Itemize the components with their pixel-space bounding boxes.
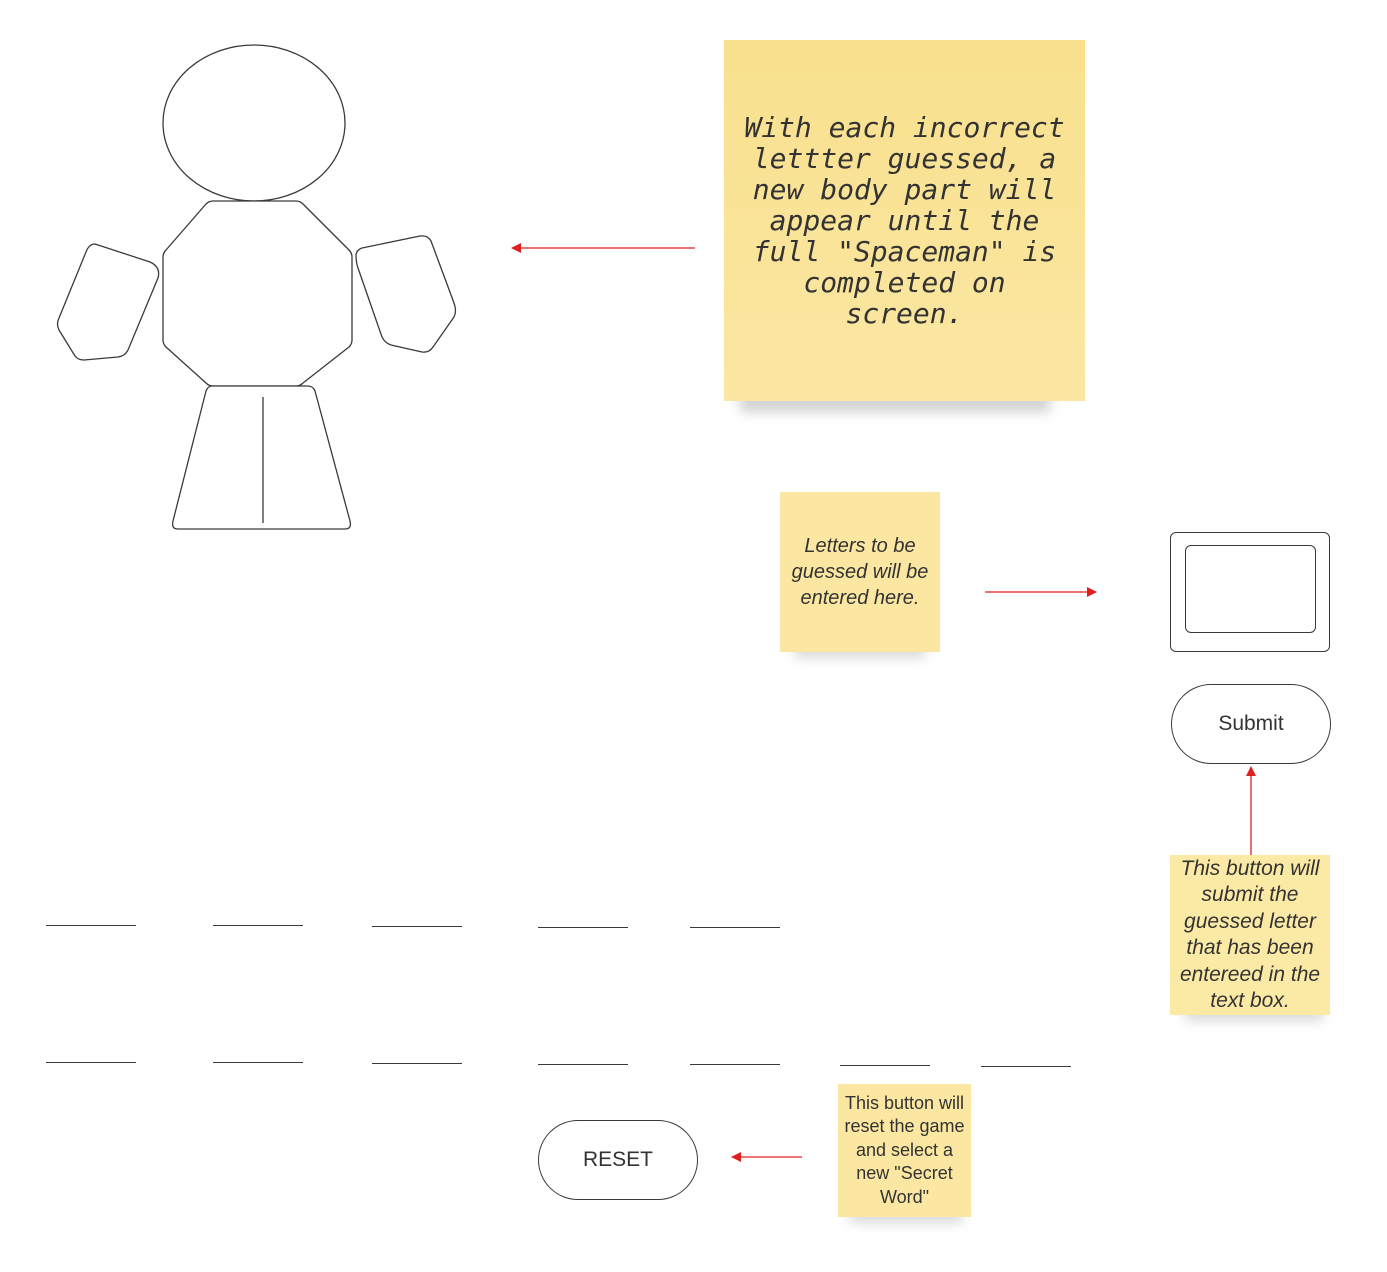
spaceman-legs bbox=[171, 385, 352, 530]
spaceman-torso bbox=[162, 200, 353, 387]
submit-button[interactable]: Submit bbox=[1171, 684, 1331, 764]
spaceman-left-arm bbox=[56, 243, 160, 361]
letter-blank bbox=[690, 1064, 780, 1065]
letter-blank bbox=[213, 1062, 303, 1063]
arrows bbox=[511, 243, 1256, 1162]
spaceman-head bbox=[162, 44, 346, 202]
letter-blank bbox=[372, 926, 462, 927]
sticky-note-text: This button will reset the game and sele… bbox=[844, 1092, 965, 1207]
sticky-note-reset-info: This button will reset the game and sele… bbox=[838, 1084, 971, 1217]
letter-blank bbox=[538, 1064, 628, 1065]
sticky-note-text: With each incorrect lettter guessed, a n… bbox=[744, 111, 1065, 330]
letter-blank bbox=[981, 1066, 1071, 1067]
letter-blank bbox=[538, 927, 628, 928]
letter-blank bbox=[46, 1062, 136, 1063]
letter-blank bbox=[46, 925, 136, 926]
letter-blank bbox=[690, 927, 780, 928]
sticky-note-submit-info: This button will submit the guessed lett… bbox=[1170, 855, 1330, 1015]
sticky-note-text: This button will submit the guessed lett… bbox=[1179, 856, 1321, 1013]
sticky-note-body-parts: With each incorrect lettter guessed, a n… bbox=[724, 40, 1085, 401]
letter-blank bbox=[372, 1063, 462, 1064]
letter-blank bbox=[840, 1065, 930, 1066]
spaceman-figure bbox=[56, 44, 457, 530]
guess-letter-input[interactable] bbox=[1185, 545, 1316, 633]
reset-button[interactable]: RESET bbox=[538, 1120, 698, 1200]
sticky-note-text: Letters to be guessed will be entered he… bbox=[791, 535, 929, 609]
letter-blank bbox=[213, 925, 303, 926]
spaceman-right-arm bbox=[355, 235, 457, 353]
sticky-note-letters-input: Letters to be guessed will be entered he… bbox=[780, 492, 940, 652]
